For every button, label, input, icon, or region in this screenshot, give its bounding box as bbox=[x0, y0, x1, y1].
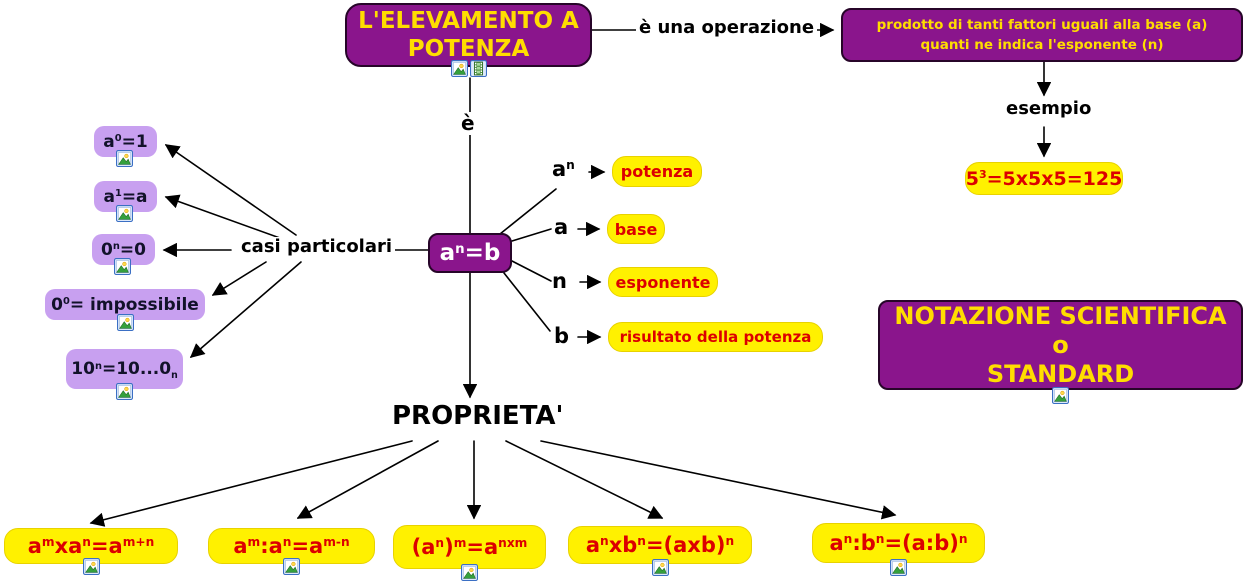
concept-example-value[interactable]: 53=5x5x5=125 bbox=[965, 162, 1123, 195]
image-resource-icon[interactable] bbox=[116, 383, 133, 400]
concept-prop-quotient-same-exp[interactable]: an:bn=(a:b)n bbox=[812, 523, 985, 563]
concept-letter-an[interactable]: an bbox=[552, 157, 575, 181]
image-resource-icon[interactable] bbox=[116, 205, 133, 222]
link-label-example[interactable]: esempio bbox=[1003, 98, 1095, 120]
edges bbox=[89, 22, 1052, 527]
concept-letter-a[interactable]: a bbox=[554, 215, 569, 239]
image-resource-icon[interactable] bbox=[461, 564, 478, 581]
concept-base[interactable]: base bbox=[607, 214, 665, 244]
image-resource-icon[interactable] bbox=[1052, 387, 1069, 404]
concept-main-formula[interactable]: an=b bbox=[428, 233, 512, 273]
concept-letter-n[interactable]: n bbox=[552, 269, 567, 293]
concept-letter-b[interactable]: b bbox=[554, 324, 570, 348]
concept-risultato[interactable]: risultato della potenza bbox=[608, 322, 823, 352]
concept-prop-power-of-power[interactable]: (an)m=anxm bbox=[393, 525, 546, 569]
link-label-special-cases[interactable]: casi particolari bbox=[238, 236, 396, 258]
concept-potenza[interactable]: potenza bbox=[612, 156, 702, 187]
image-resource-icon[interactable] bbox=[890, 559, 907, 576]
image-resource-icon[interactable] bbox=[116, 150, 133, 167]
image-resource-icon[interactable] bbox=[283, 558, 300, 575]
link-label-operation[interactable]: è una operazione bbox=[636, 17, 818, 39]
image-resource-icon[interactable] bbox=[117, 314, 134, 331]
concept-case-a0[interactable]: a0=1 bbox=[94, 126, 157, 157]
concept-prop-product-same-exp[interactable]: anxbn=(axb)n bbox=[568, 526, 752, 564]
concept-esponente[interactable]: esponente bbox=[608, 267, 718, 297]
link-label-is[interactable]: è bbox=[458, 112, 478, 135]
link-label-properties[interactable]: PROPRIETA' bbox=[389, 401, 567, 432]
concept-definition[interactable]: prodotto di tanti fattori uguali alla ba… bbox=[841, 8, 1243, 62]
image-resource-icon[interactable] bbox=[83, 558, 100, 575]
film-resource-icon[interactable] bbox=[470, 60, 487, 77]
image-resource-icon[interactable] bbox=[652, 559, 669, 576]
concept-case-00[interactable]: 00= impossibile bbox=[45, 289, 205, 320]
image-resource-icon[interactable] bbox=[114, 258, 131, 275]
image-resource-icon[interactable] bbox=[451, 60, 468, 77]
concept-case-10n[interactable]: 10n=10...0n bbox=[66, 349, 183, 389]
concept-prop-quotient[interactable]: am:an=am-n bbox=[208, 528, 375, 564]
